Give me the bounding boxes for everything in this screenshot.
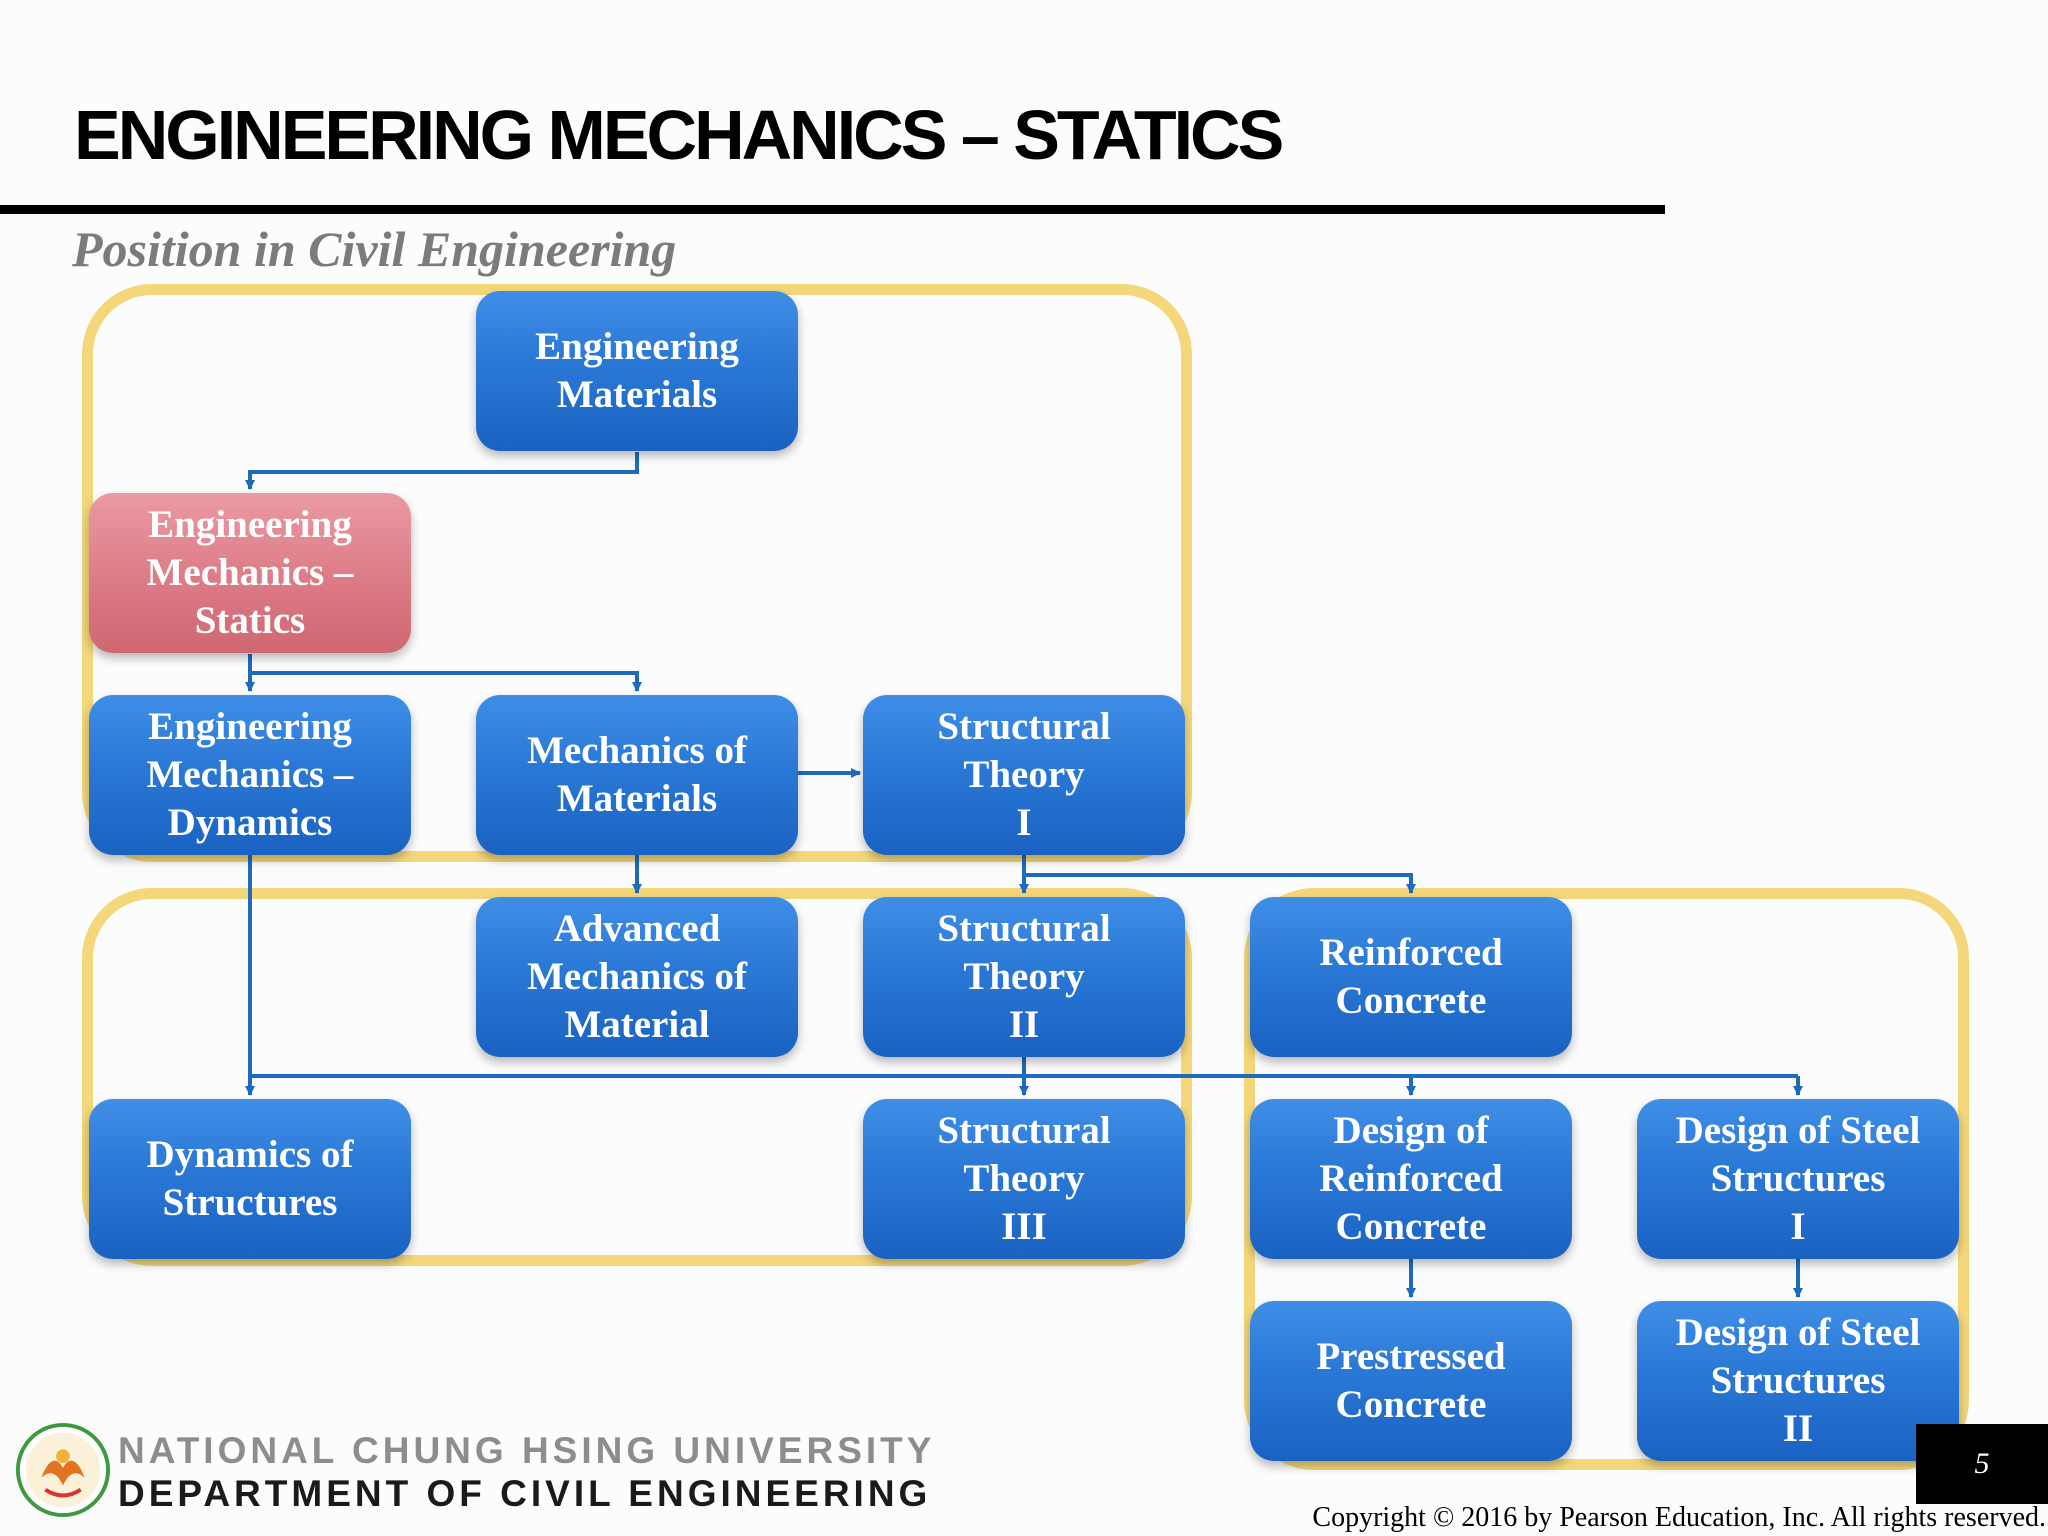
copyright-notice: Copyright © 2016 by Pearson Education, I… <box>1312 1502 2046 1533</box>
footer-department-name: DEPARTMENT OF CIVIL ENGINEERING <box>118 1473 932 1514</box>
edge-statics-to-mechanics-of-materials <box>250 671 642 692</box>
page-number: 5 <box>1916 1424 2048 1504</box>
node-structural-theory-3: Structural Theory III <box>863 1099 1185 1259</box>
node-advanced-mechanics-of-material: Advanced Mechanics of Material <box>476 897 798 1057</box>
edge-materials-to-statics <box>245 452 639 490</box>
node-structural-theory-1: Structural Theory I <box>863 695 1185 855</box>
node-prestressed-concrete: Prestressed Concrete <box>1250 1301 1572 1461</box>
node-design-of-steel-structures-1: Design of Steel Structures I <box>1637 1099 1959 1259</box>
group-outline-structural-design <box>1244 888 1969 1470</box>
slide-subtitle: Position in Civil Engineering <box>72 221 677 277</box>
slide-title: ENGINEERING MECHANICS – STATICS <box>74 96 1284 174</box>
university-logo <box>15 1422 111 1518</box>
title-underline <box>0 205 1665 214</box>
node-dynamics-of-structures: Dynamics of Structures <box>89 1099 411 1259</box>
node-reinforced-concrete: Reinforced Concrete <box>1250 897 1572 1057</box>
node-structural-theory-2: Structural Theory II <box>863 897 1185 1057</box>
node-design-of-steel-structures-2: Design of Steel Structures II <box>1637 1301 1959 1461</box>
edge-structural-theory-1-to-reinforced-concrete <box>1024 873 1416 894</box>
node-engineering-mechanics-statics: Engineering Mechanics – Statics <box>89 493 411 653</box>
node-engineering-mechanics-dynamics: Engineering Mechanics – Dynamics <box>89 695 411 855</box>
node-mechanics-of-materials: Mechanics of Materials <box>476 695 798 855</box>
footer-university-name: NATIONAL CHUNG HSING UNIVERSITY <box>118 1430 936 1471</box>
node-engineering-materials: Engineering Materials <box>476 291 798 451</box>
node-design-of-reinforced-concrete: Design of Reinforced Concrete <box>1250 1099 1572 1259</box>
